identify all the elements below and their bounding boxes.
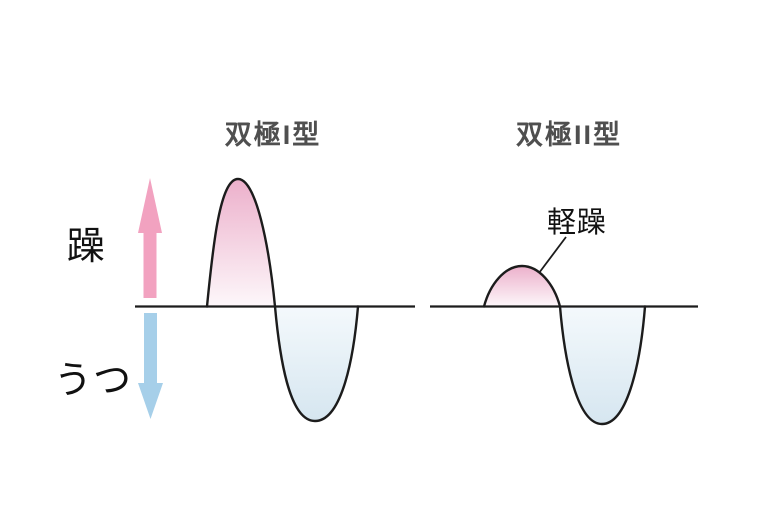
depression-axis-label: うつ — [54, 360, 133, 402]
title-bipolar-type1: 双極I型 — [224, 120, 322, 150]
bipolar1-depression-fill — [275, 306, 358, 421]
mania-up-arrow-icon — [138, 178, 162, 298]
hypomania-leader-line — [538, 236, 567, 274]
bipolar2-wave-outline — [482, 264, 647, 426]
hypomania-annotation-label: 軽躁 — [547, 207, 608, 239]
mania-axis-label: 躁 — [67, 226, 106, 268]
bipolar1-wave-outline — [205, 177, 360, 423]
bipolar2-hypomania-fill — [484, 266, 560, 307]
depression-down-arrow-icon — [138, 313, 163, 419]
bipolar1-mania-fill — [207, 179, 275, 307]
title-bipolar-type2: 双極II型 — [515, 120, 622, 150]
bipolar2-depression-fill — [560, 306, 645, 424]
